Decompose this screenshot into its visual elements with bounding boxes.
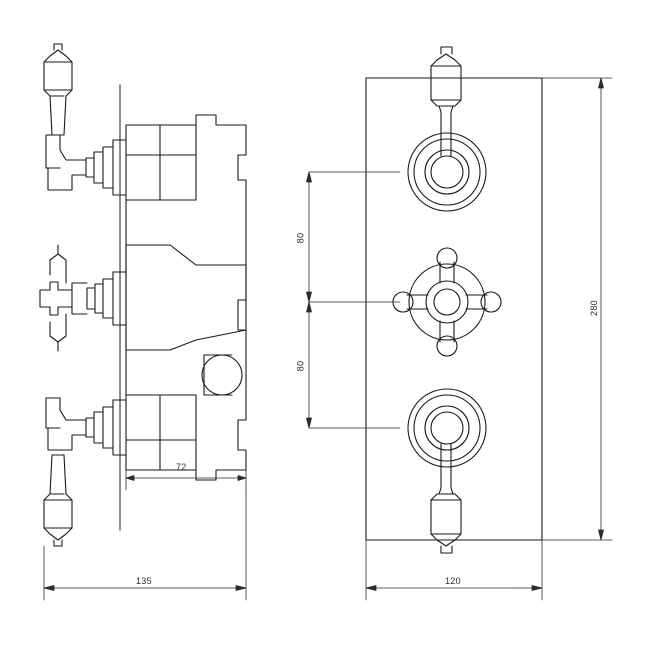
side-mid-flange-c: [94, 283, 104, 314]
front-mid-ball-right: [480, 291, 502, 313]
front-bot-stem: [438, 443, 454, 495]
front-bot-cap: [430, 493, 462, 547]
front-bot-cap-button: [440, 545, 453, 554]
front-top-stem: [438, 105, 454, 157]
front-mid-ball-up: [436, 247, 458, 269]
side-top-lever-arm: [59, 134, 87, 161]
side-bot-flange-c: [93, 411, 104, 444]
front-handle-top: [407, 46, 487, 212]
side-mid-hub: [71, 282, 88, 315]
front-top-hub: [430, 155, 464, 189]
side-bot-cap-button: [53, 539, 63, 547]
front-mid-arm-down: [439, 320, 455, 343]
side-elevation-view: [39, 43, 247, 601]
front-mid-arm-up: [439, 261, 455, 284]
side-top-flange-a: [112, 139, 127, 196]
side-mid-cross-lower-arm: [49, 313, 67, 343]
front-mid-hub-outer: [425, 280, 469, 324]
front-bot-hub: [430, 411, 464, 445]
side-bot-lever-lower: [47, 427, 87, 451]
dimension-label-80-upper: 80: [295, 232, 306, 244]
dim-280-arrow-bot: [598, 529, 604, 541]
dim-80-arrow-2: [306, 291, 312, 303]
front-mid-ring-outer: [408, 263, 486, 341]
side-top-flange-b: [102, 146, 114, 189]
front-top-cap-button: [440, 46, 453, 55]
dim-135-arrow-right: [235, 585, 247, 591]
side-mid-flange-a: [112, 271, 127, 326]
dimension-72: [125, 469, 247, 491]
dim-120-arrow-left: [365, 585, 377, 591]
dimension-135: [43, 489, 247, 601]
front-faceplate: [365, 77, 543, 541]
dimension-label-80-lower: 80: [295, 360, 306, 372]
side-top-cap: [43, 49, 73, 136]
dimension-280: [541, 77, 613, 541]
front-elevation-view: [306, 46, 613, 601]
front-top-ring-mid: [413, 138, 481, 206]
front-top-cap: [430, 53, 462, 107]
front-mid-ball-down: [436, 335, 458, 357]
side-mid-cross: [39, 281, 73, 316]
side-top-flange-d: [85, 157, 95, 178]
dim-72-arrow-left: [125, 475, 135, 481]
dimension-80-chain: [306, 171, 401, 429]
dim-80-arrow-4: [306, 417, 312, 429]
front-top-ring-outer: [407, 132, 487, 212]
dimension-label-72: 72: [176, 462, 187, 472]
side-bot-cap: [43, 454, 73, 541]
front-top-ring-inner: [424, 149, 470, 195]
front-bot-ring-outer: [407, 388, 487, 468]
side-top-cap-button: [53, 43, 63, 51]
side-cartridge-profile: [125, 244, 247, 351]
dim-280-arrow-top: [598, 77, 604, 89]
side-handle-top: [43, 43, 127, 196]
front-handle-bottom: [407, 388, 487, 554]
front-bot-ring-inner: [424, 405, 470, 451]
side-handle-bottom: [43, 397, 127, 547]
side-mid-flange-d: [86, 287, 96, 310]
side-mid-flange-b: [102, 278, 114, 319]
front-mid-arm-right: [465, 294, 488, 310]
dimension-label-280: 280: [588, 300, 599, 316]
side-bot-flange-b: [102, 406, 114, 449]
side-bot-lever-body: [45, 397, 61, 429]
side-top-flange-c: [93, 151, 104, 184]
front-handle-middle: [392, 247, 502, 357]
side-body-outline: [125, 114, 247, 481]
side-top-lever-body: [45, 134, 61, 169]
dim-135-arrow-left: [43, 585, 55, 591]
dimension-label-135: 135: [136, 576, 152, 586]
front-bot-ring-mid: [413, 394, 481, 462]
front-mid-arm-left: [406, 294, 429, 310]
dim-120-arrow-right: [531, 585, 543, 591]
side-bot-flange-a: [112, 399, 127, 456]
dim-80-arrow-3: [306, 301, 312, 313]
side-handle-middle: [39, 244, 127, 352]
dimension-label-120: 120: [445, 576, 461, 586]
side-bot-lever-arm: [59, 397, 87, 421]
dim-72-arrow-right: [237, 475, 247, 481]
dimension-120: [365, 539, 543, 601]
side-top-lever-lower: [47, 167, 87, 191]
side-outlet-circle: [201, 354, 243, 396]
side-bot-flange-d: [85, 417, 95, 438]
front-mid-hub-inner: [433, 288, 461, 316]
dim-80-arrow-1: [306, 171, 312, 183]
side-mid-cross-upper-arm: [49, 253, 67, 284]
